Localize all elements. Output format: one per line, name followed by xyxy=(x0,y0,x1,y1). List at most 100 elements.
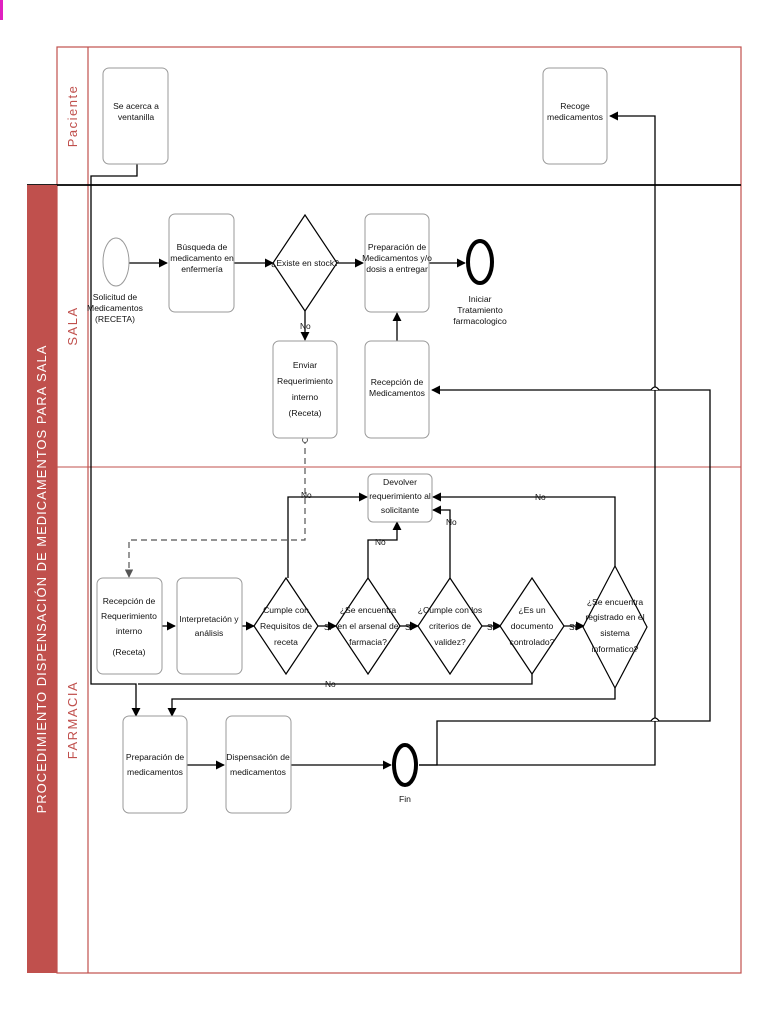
node-recepcion-sala: Recepción de Medicamentos xyxy=(364,340,430,439)
lane-label-paciente: Paciente xyxy=(65,85,80,148)
node-text: Solicitud de xyxy=(93,292,138,302)
node-text: Fin xyxy=(399,794,411,804)
node-preparacion-sala: Preparación de Medicamentos y/o dosis a … xyxy=(362,213,432,313)
node-enviar: Enviar Requerimiento interno (Receta) xyxy=(272,340,338,439)
node-text: ¿Se encuentra xyxy=(340,605,397,615)
node-text: Medicamentos xyxy=(87,303,143,313)
pool-title: PROCEDIMIENTO DISPENSACIÓN DE MEDICAMENT… xyxy=(34,345,49,814)
node-text: en el arsenal de xyxy=(337,621,398,631)
edge-labels: No No No No No No Si Si Si Si xyxy=(300,321,577,689)
node-text: controlado? xyxy=(510,637,555,647)
node-text: ¿Cumple con los xyxy=(418,605,482,615)
node-text: Requerimiento xyxy=(277,376,333,386)
node-fin-end: Fin xyxy=(392,743,418,804)
node-busqueda: Búsqueda de medicamento en enfermería xyxy=(168,213,235,313)
node-existe-stock: ¿Existe en stock? xyxy=(271,213,339,313)
node-text: informatico? xyxy=(592,644,639,654)
node-dispensacion: Dispensación de medicamentos xyxy=(225,715,292,814)
node-text: ¿Existe en stock? xyxy=(271,258,339,268)
lane-label-farmacia: FARMACIA xyxy=(65,681,80,759)
node-text: ¿Se encuentra xyxy=(587,597,644,607)
edge-label-no: No xyxy=(301,490,312,500)
node-text: Cumple con xyxy=(263,605,309,615)
edge-label-no: No xyxy=(446,517,457,527)
node-text: dosis a entregar xyxy=(366,264,428,274)
node-text: medicamentos xyxy=(127,767,183,777)
edge-criterios-devolver xyxy=(432,505,451,578)
node-text: (Receta) xyxy=(113,647,146,657)
node-text: interno xyxy=(116,626,142,636)
node-preparacion-farm: Preparación de medicamentos xyxy=(122,715,188,814)
node-devolver: Devolver requerimiento al solicitante xyxy=(367,473,433,523)
node-recoge: Recoge medicamentos xyxy=(542,67,608,165)
lane-label-sala: SALA xyxy=(65,306,80,345)
node-cumple-requisitos: Cumple con Requisitos de receta xyxy=(253,576,319,676)
node-text: farmacia? xyxy=(349,637,387,647)
node-text: interno xyxy=(292,392,318,402)
node-text: Requerimiento xyxy=(101,611,157,621)
node-text: sistema xyxy=(600,628,630,638)
node-text: Tratamiento xyxy=(457,305,503,315)
edge-arsenal-devolver xyxy=(367,521,402,578)
node-text: farmacologico xyxy=(453,316,507,326)
node-arsenal: ¿Se encuentra en el arsenal de farmacia? xyxy=(335,576,401,676)
node-documento: ¿Es un documento controlado? xyxy=(499,576,565,676)
node-text: Medicamentos xyxy=(369,388,425,398)
edge-label-no: No xyxy=(375,537,386,547)
node-text: (Receta) xyxy=(289,408,322,418)
connectors xyxy=(90,111,711,770)
node-text: solicitante xyxy=(381,505,419,515)
node-text: Recepción de xyxy=(371,377,424,387)
edge-registrado-preparacion xyxy=(167,688,616,717)
node-text: Dispensación de xyxy=(226,752,290,762)
node-recepcion-req: Recepción de Requerimiento interno (Rece… xyxy=(96,577,163,675)
node-text: Recepción de xyxy=(103,596,156,606)
node-text: Interpretación y xyxy=(179,614,239,624)
node-text: Se acerca a xyxy=(113,101,159,111)
node-text: Medicamentos y/o xyxy=(362,253,432,263)
edge-label-no: No xyxy=(535,492,546,502)
node-text: Preparación de xyxy=(368,242,427,252)
edge-documento-preparacion xyxy=(138,674,533,685)
corner-mark xyxy=(0,0,3,20)
edge-cumple-devolver xyxy=(287,492,368,578)
edge-label-si: Si xyxy=(569,622,577,632)
edge-fin-recoge xyxy=(419,111,656,766)
edge-label-no: No xyxy=(300,321,311,331)
node-interpretacion: Interpretación y análisis xyxy=(176,577,243,675)
node-text: requerimiento al xyxy=(369,491,431,501)
node-text: ventanilla xyxy=(118,112,155,122)
node-se-acerca: Se acerca a ventanilla xyxy=(102,67,169,165)
edge-fin-recepcionsala xyxy=(419,385,711,766)
node-registrado: ¿Se encuentra registrado en el sistema i… xyxy=(582,564,648,690)
node-text: ¿Es un xyxy=(518,605,545,615)
node-text: Devolver xyxy=(383,477,417,487)
edge-registrado-devolver xyxy=(432,492,616,566)
node-text: Preparación de xyxy=(126,752,185,762)
edge-label-si: Si xyxy=(324,622,332,632)
edge-label-no: No xyxy=(325,679,336,689)
node-text: registrado en el xyxy=(585,612,644,622)
node-text: medicamentos xyxy=(547,112,603,122)
edge-label-si: Si xyxy=(487,622,495,632)
node-text: enfermería xyxy=(181,264,223,274)
node-text: Recoge xyxy=(560,101,590,111)
node-text: Requisitos de xyxy=(260,621,312,631)
node-text: medicamento en xyxy=(170,253,234,263)
node-text: Búsqueda de xyxy=(177,242,228,252)
node-text: Enviar xyxy=(293,360,317,370)
node-text: receta xyxy=(274,637,298,647)
edge-label-si: Si xyxy=(405,622,413,632)
node-text: documento xyxy=(511,621,554,631)
node-text: análisis xyxy=(195,628,224,638)
node-text: medicamentos xyxy=(230,767,286,777)
node-solicitud-start: Solicitud de Medicamentos (RECETA) xyxy=(87,237,143,324)
node-text: Iniciar xyxy=(469,294,492,304)
edge-enviar-recepcionreq xyxy=(124,438,306,578)
node-text: criterios de xyxy=(429,621,471,631)
pool-title-bar: PROCEDIMIENTO DISPENSACIÓN DE MEDICAMENT… xyxy=(27,185,57,973)
edge-acerca-recepcion xyxy=(90,164,141,717)
node-iniciar-end: Iniciar Tratamiento farmacologico xyxy=(453,239,507,326)
node-text: (RECETA) xyxy=(95,314,135,324)
